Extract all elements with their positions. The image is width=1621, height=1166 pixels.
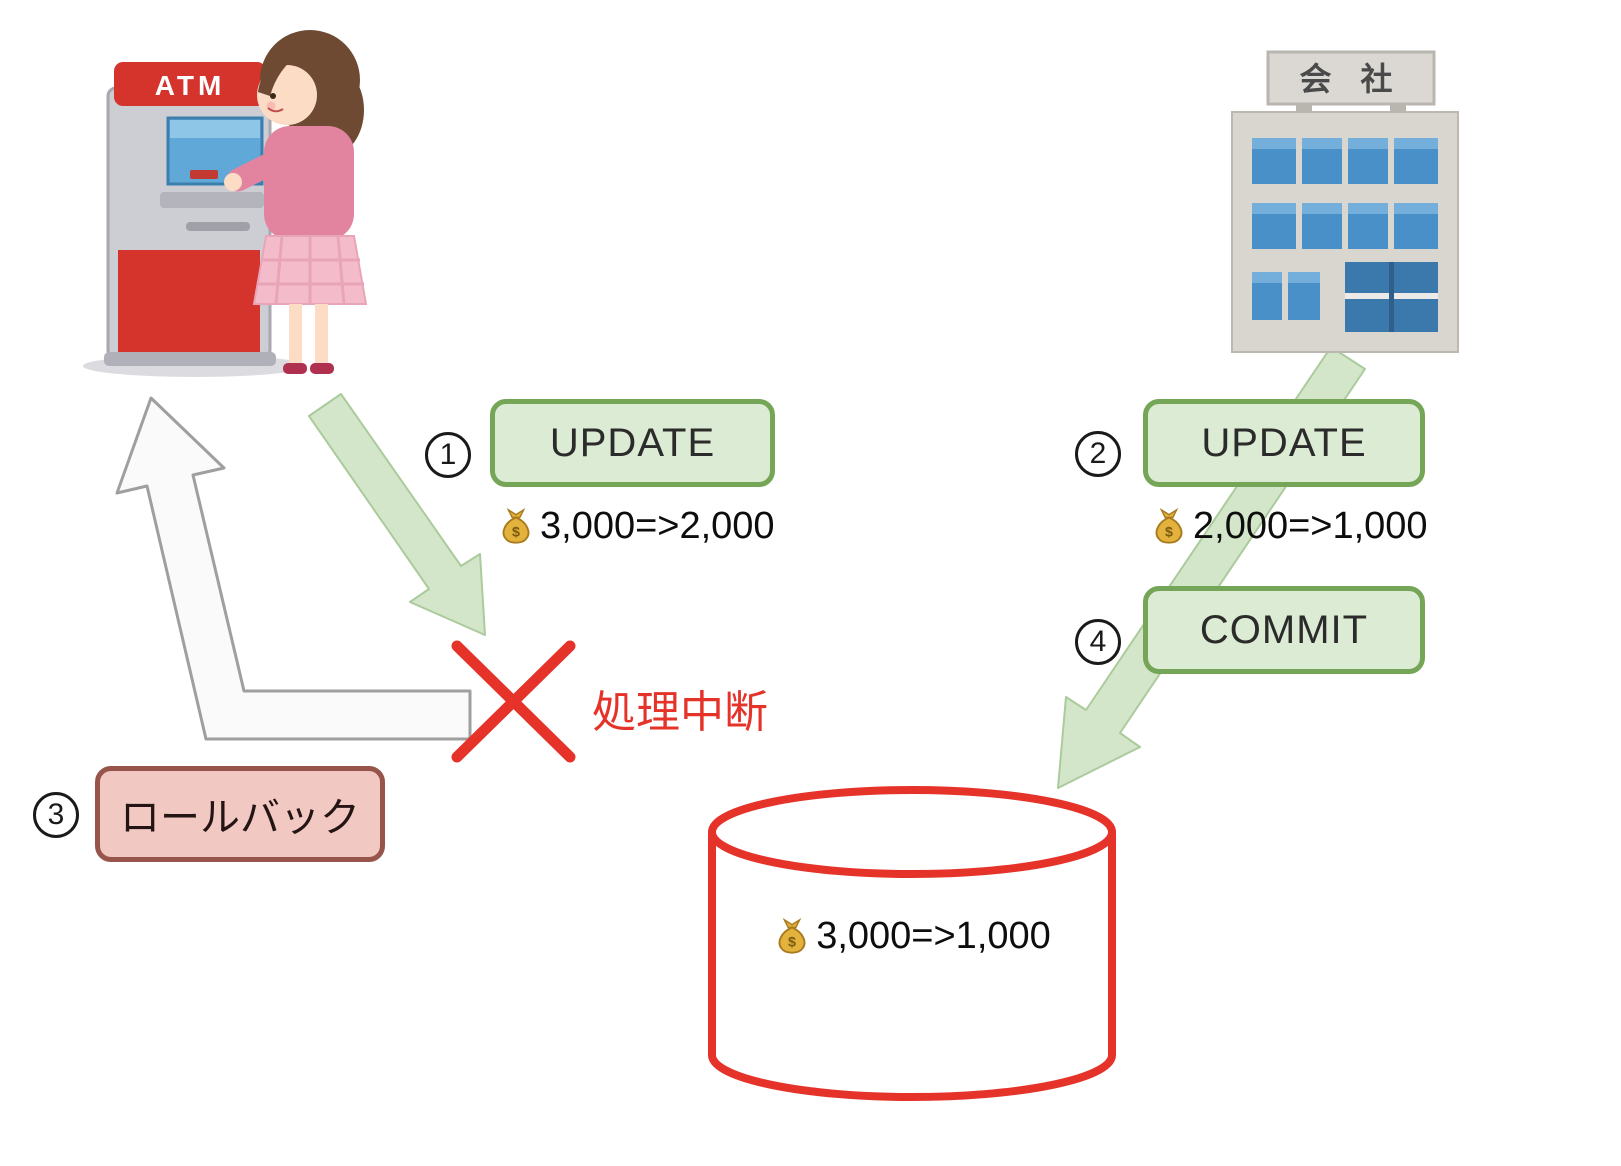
money-value-1: $ 3,000=>2,000 [497,505,775,548]
company-illustration: 会 社 [1231,50,1459,353]
building-windows [1252,138,1438,320]
step-1-badge: 1 [425,432,471,478]
update-box-2: UPDATE [1143,399,1425,487]
svg-text:$: $ [1165,524,1173,540]
company-sign-label: 会 社 [1300,61,1403,97]
database-cylinder [708,786,1116,1101]
building-entrance [1345,262,1438,332]
rollback-box: ロールバック [95,766,385,862]
step-2-badge: 2 [1075,431,1121,477]
database-value: $ 3,000=>1,000 [712,915,1112,958]
interrupt-cross-icon [451,640,576,763]
step-4-badge: 4 [1075,619,1121,665]
money-value-2-text: 2,000=>1,000 [1193,505,1428,547]
money-value-2: $ 2,000=>1,000 [1150,505,1428,548]
money-value-1-text: 3,000=>2,000 [540,505,775,547]
green-arrow-1 [308,393,486,636]
person-illustration [224,30,368,374]
money-bag-icon: $ [502,507,530,544]
interrupt-label: 処理中断 [592,688,768,737]
update-box-1: UPDATE [490,399,775,487]
atm-illustration: ATM [83,62,307,377]
svg-text:$: $ [788,934,796,950]
commit-box: COMMIT [1143,586,1425,674]
svg-text:$: $ [512,524,520,540]
step-3-badge: 3 [33,792,79,838]
money-bag-icon: $ [1155,507,1183,544]
atm-sign-label: ATM [155,70,226,101]
money-bag-icon: $ [778,917,806,954]
rollback-arrow [115,396,472,741]
database-value-text: 3,000=>1,000 [816,915,1051,957]
